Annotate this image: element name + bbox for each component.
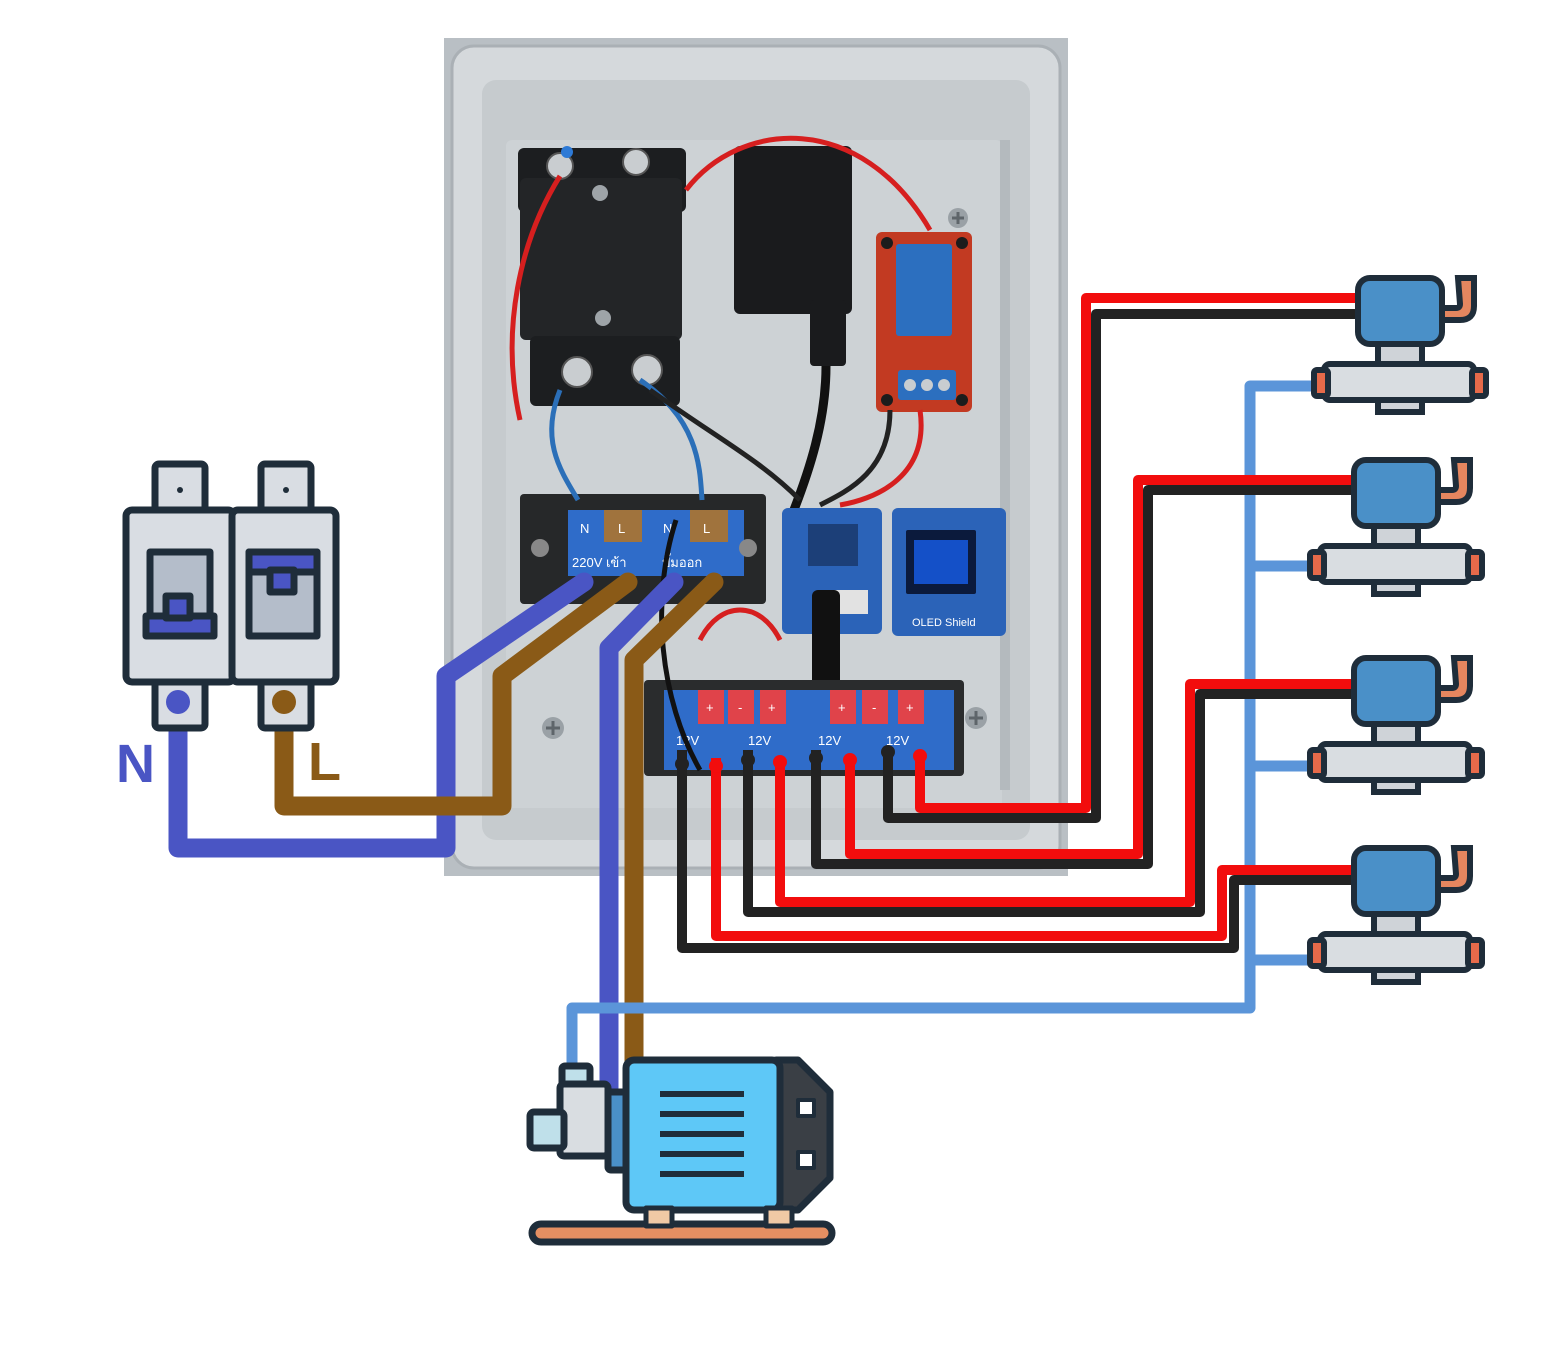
terminal-slot-2: L [618, 521, 625, 536]
live-wire-pump [624, 572, 724, 1080]
sign-1: + [706, 700, 714, 715]
neutral-label: N [116, 734, 155, 794]
sign-4: + [838, 700, 846, 715]
circuit-breaker-icon [122, 460, 340, 732]
live-label: L [308, 732, 341, 792]
solenoid-valve-icon [1310, 658, 1482, 792]
neutral-wire-pump [599, 572, 684, 1102]
dc-wiring [677, 293, 1356, 953]
contactor [518, 146, 686, 406]
terminal-caption-in: 220V เข้า [572, 555, 627, 570]
live-wire-in [274, 572, 638, 816]
neutral-wire-in [168, 572, 594, 858]
valve1-positive-wire [915, 293, 1356, 813]
valve4-positive-wire [711, 758, 1356, 941]
caption-12v-3: 12V [818, 733, 841, 748]
terminal-dots [675, 745, 927, 773]
valve4-negative-wire [677, 750, 1356, 953]
valve3-positive-wire [775, 679, 1356, 907]
terminal-slot-4: L [703, 521, 710, 536]
neutral-terminal [166, 690, 190, 714]
water-pipe [566, 380, 1318, 1068]
sign-3: + [768, 700, 776, 715]
sign-2: - [738, 700, 742, 715]
live-terminal [272, 690, 296, 714]
caption-12v-4: 12V [886, 733, 909, 748]
internal-wiring [509, 135, 933, 772]
caption-12v-2: 12V [748, 733, 771, 748]
power-adapter [734, 146, 852, 522]
sign-5: - [872, 700, 876, 715]
valve1-negative-wire [883, 309, 1356, 823]
valve2-negative-wire [811, 485, 1356, 869]
terminal-block-220v: N L N L 220V เข้า ปั๊มออก [520, 494, 766, 604]
terminal-caption-out: ปั๊มออก [662, 553, 702, 570]
microcontroller-module [782, 508, 882, 634]
water-pump-icon [526, 1056, 836, 1246]
oled-module: OLED Shield [892, 508, 1006, 636]
oled-label: OLED Shield [912, 617, 976, 629]
sign-6: + [906, 700, 914, 715]
control-box: OLED Shield N L N L 220V เข้า ปั๊มออก [444, 38, 1068, 876]
ac-wiring [168, 572, 724, 1102]
relay-module [876, 232, 972, 412]
terminal-slot-1: N [580, 521, 589, 536]
valve2-positive-wire [845, 475, 1356, 859]
terminal-slot-3: N [663, 521, 672, 536]
valve3-negative-wire [743, 689, 1356, 917]
